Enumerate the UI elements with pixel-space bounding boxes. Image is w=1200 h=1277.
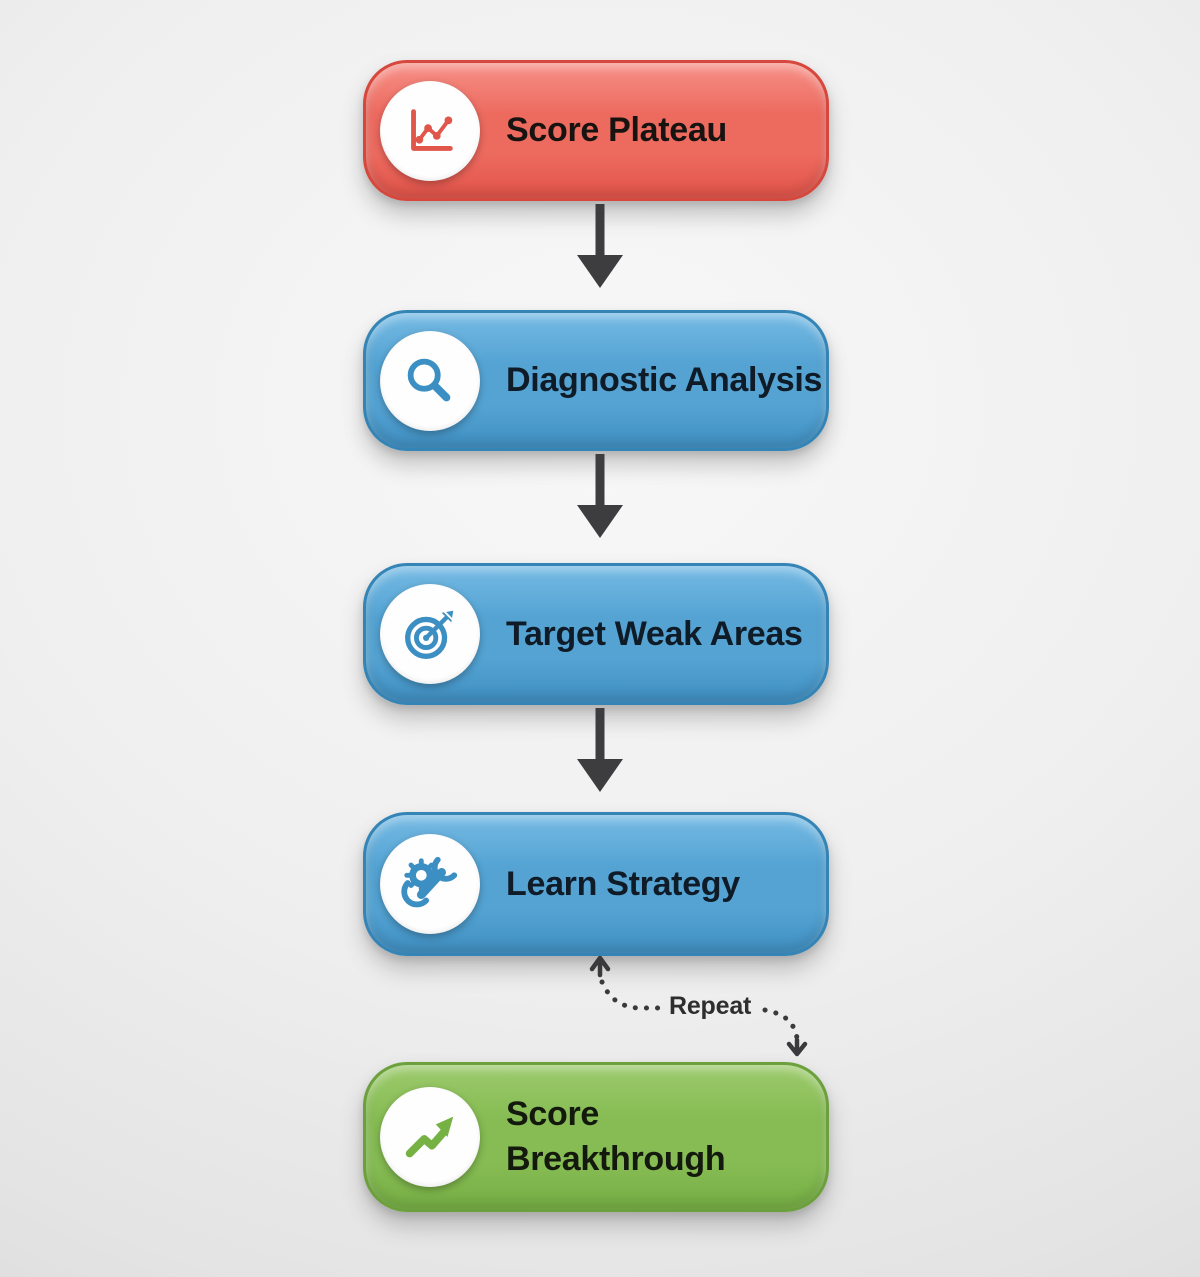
repeat-dotted-left — [599, 979, 668, 1011]
step-score-breakthrough: Score Breakthrough — [363, 1062, 829, 1212]
magnifier-icon — [380, 330, 480, 431]
repeat-label: Repeat — [669, 992, 752, 1020]
down-arrow — [577, 204, 623, 288]
step-label: Diagnostic Analysis — [506, 361, 823, 399]
gear-wrench-icon — [380, 834, 480, 934]
repeat-down-arrowhead — [786, 1037, 808, 1057]
step-label: Learn Strategy — [506, 864, 740, 903]
down-arrow — [577, 454, 623, 538]
down-arrow — [577, 708, 623, 792]
repeat-dotted-right — [762, 1007, 800, 1041]
step-label: Score Plateau — [506, 111, 727, 149]
step-label: Target Weak Areas — [506, 614, 803, 653]
step-target-weak-areas: Target Weak Areas — [363, 563, 829, 705]
repeat-up-arrowhead — [589, 955, 611, 978]
trending-up-icon — [380, 1087, 480, 1187]
step-score-plateau: Score Plateau — [363, 60, 829, 201]
step-label: Score Breakthrough — [506, 1095, 726, 1178]
line-chart-icon — [380, 80, 480, 181]
target-icon — [380, 584, 480, 684]
step-learn-strategy: Learn Strategy — [363, 812, 829, 956]
repeat-loop-connector: Repeat — [565, 948, 845, 1068]
step-diagnostic-analysis: Diagnostic Analysis — [363, 310, 829, 451]
